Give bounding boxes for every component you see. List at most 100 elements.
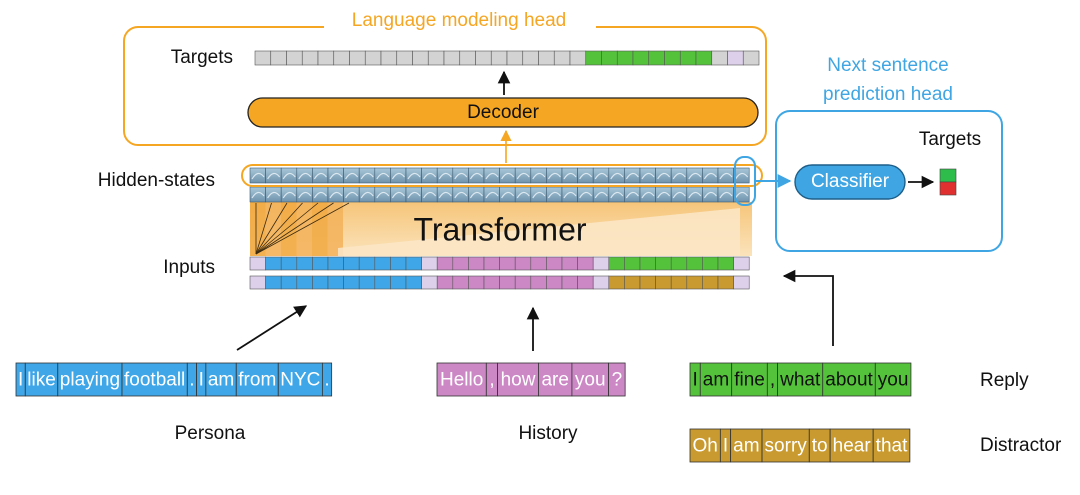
input-cell-distractor xyxy=(327,275,344,290)
input-cell-distractor xyxy=(624,275,641,290)
input-cell-reply xyxy=(624,256,641,271)
input-cell-distractor xyxy=(686,275,703,290)
attention-column xyxy=(296,202,312,256)
reply-token-box xyxy=(731,362,768,397)
lm-target-cell xyxy=(585,50,602,66)
lm-target-cell xyxy=(569,50,587,66)
lm-target-cell xyxy=(601,50,618,66)
hidden-state-texture xyxy=(485,172,499,180)
input-cell-distractor xyxy=(530,275,547,290)
hidden-state-texture xyxy=(672,172,686,180)
hidden-state-texture xyxy=(438,172,452,180)
hidden-state-cell xyxy=(733,167,750,184)
history-token-box xyxy=(538,362,573,397)
persona-token-box xyxy=(321,362,333,397)
hidden-state-texture xyxy=(703,191,717,199)
hidden-state-texture xyxy=(298,191,312,199)
history-token: ? xyxy=(612,370,623,391)
input-cell-distractor xyxy=(483,275,500,290)
hidden-state-texture xyxy=(735,172,749,180)
hidden-state-texture xyxy=(282,172,296,180)
distractor-token: to xyxy=(812,436,828,457)
distractor-token-box xyxy=(689,428,721,463)
input-cell-distractor xyxy=(608,275,625,290)
classifier-label: Classifier xyxy=(811,171,890,192)
persona-to-inputs-arrow xyxy=(236,305,308,351)
input-cell-reply xyxy=(561,256,578,271)
hidden-state-texture xyxy=(579,191,593,199)
input-cell-distractor xyxy=(639,275,656,290)
ns-head-title-line2: prediction head xyxy=(823,84,953,105)
hidden-state-texture xyxy=(391,172,405,180)
attention-column xyxy=(250,202,266,256)
lm-target-cell xyxy=(427,50,445,66)
hidden-state-texture xyxy=(641,191,655,199)
decoder-box xyxy=(247,97,759,128)
lm-target-cell xyxy=(301,50,319,66)
input-cell-reply xyxy=(468,256,485,271)
input-cell-reply xyxy=(655,256,672,271)
persona-token: . xyxy=(324,370,329,391)
distractor-token: hear xyxy=(833,436,872,457)
distractor-token: Oh xyxy=(693,436,718,457)
input-cell-reply xyxy=(686,256,703,271)
persona-token: I xyxy=(18,370,23,391)
input-cell-distractor xyxy=(717,275,734,290)
hidden-states-label: Hidden-states xyxy=(98,170,215,191)
persona-token: NYC xyxy=(280,370,320,391)
persona-token-box xyxy=(205,362,237,397)
hidden-state-texture xyxy=(657,172,671,180)
lm-target-cell xyxy=(664,50,681,66)
hidden-state-texture xyxy=(579,172,593,180)
lm-target-cell xyxy=(475,50,492,66)
input-cell-distractor xyxy=(358,275,376,290)
lm-target-cell xyxy=(553,50,571,66)
hidden-state-texture xyxy=(532,191,546,199)
history-token-box xyxy=(608,362,626,397)
attention-column xyxy=(281,202,297,256)
hidden-states-last-highlight xyxy=(734,156,756,206)
hidden-states-lm-highlight xyxy=(241,164,763,187)
hidden-state-texture xyxy=(267,172,281,180)
hidden-state-texture xyxy=(376,172,390,180)
input-cell-reply xyxy=(343,256,360,271)
input-cell-distractor xyxy=(499,275,516,290)
distractor-token: sorry xyxy=(765,436,808,457)
lm-target-cell xyxy=(443,50,461,66)
lm-target-cell xyxy=(679,50,697,66)
lm-target-cell xyxy=(380,50,398,66)
attention-line xyxy=(255,202,350,255)
history-token: how xyxy=(501,370,536,391)
hidden-state-texture xyxy=(329,172,343,180)
persona-token-box xyxy=(277,362,323,397)
lm-target-cell xyxy=(317,50,335,66)
input-cell-reply xyxy=(483,256,500,271)
hidden-state-texture xyxy=(438,191,452,199)
input-cell-distractor xyxy=(436,275,454,290)
history-token-box xyxy=(436,362,487,397)
attention-line xyxy=(255,202,319,255)
ns-target-positive xyxy=(939,168,957,183)
input-cell-distractor xyxy=(514,275,532,290)
input-cell-reply xyxy=(530,256,547,271)
hidden-state-texture xyxy=(657,191,671,199)
lm-head-title: Language modeling head xyxy=(352,10,566,31)
distractor-token-box xyxy=(872,428,911,463)
reply-token: you xyxy=(878,370,909,391)
hidden-state-texture xyxy=(469,172,483,180)
distractor-label: Distractor xyxy=(980,435,1062,456)
history-token: Hello xyxy=(440,370,483,391)
history-token: you xyxy=(575,370,606,391)
persona-token-box xyxy=(24,362,59,397)
hidden-state-texture xyxy=(719,191,733,199)
hidden-state-texture xyxy=(391,191,405,199)
input-cell-reply xyxy=(358,256,376,271)
lm-target-cell xyxy=(286,50,303,66)
lm-target-cell xyxy=(648,50,665,66)
input-cell-reply xyxy=(733,256,750,271)
hidden-state-texture xyxy=(719,172,733,180)
lm-target-cell xyxy=(506,50,524,66)
hidden-state-texture xyxy=(313,191,327,199)
attention-line xyxy=(255,202,288,255)
